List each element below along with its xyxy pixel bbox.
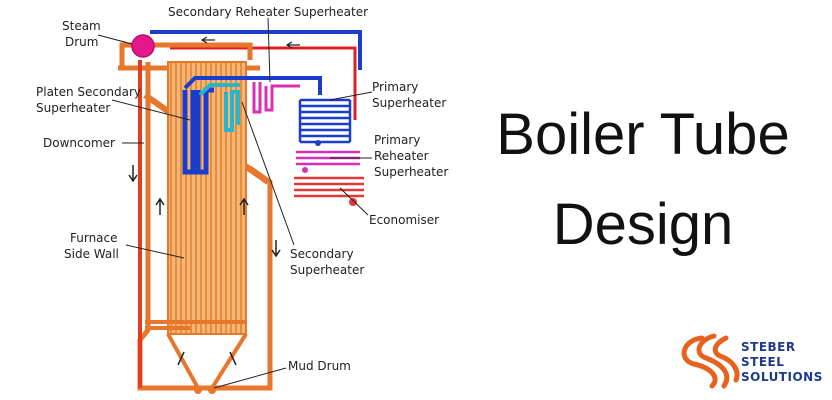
- primary-superheater-coil: [298, 98, 352, 144]
- platen-superheater-tubes: [182, 87, 214, 175]
- flow-arrow-top: [200, 36, 215, 44]
- label-primary-rh-2: Reheater: [374, 149, 429, 163]
- hopper-right: [210, 332, 248, 390]
- steber-logo-icon: [681, 333, 740, 389]
- label-primary-rh-3: Superheater: [374, 165, 448, 179]
- primary-reheater-inlet: [302, 167, 308, 173]
- logo-text-steel: STEEL: [741, 355, 785, 369]
- flow-arrow-up-left: [155, 197, 165, 215]
- flow-arrow-down-left: [128, 165, 138, 183]
- label-steam-drum-2: Drum: [65, 35, 98, 49]
- flow-arrow-top-red: [285, 41, 300, 49]
- mud-drum-right: [208, 386, 216, 394]
- title-line-1: Boiler Tube: [496, 102, 790, 167]
- label-downcomer: Downcomer: [43, 136, 115, 150]
- flow-arrow-hopper-left: [177, 351, 185, 366]
- drum-riser-pipe: [119, 42, 253, 70]
- platen-header: [183, 76, 322, 95]
- label-furnace-1: Furnace: [70, 231, 118, 245]
- label-mud-drum: Mud Drum: [288, 359, 351, 373]
- leader-lines: [97, 17, 373, 389]
- label-primary-sh-1: Primary: [372, 80, 418, 94]
- secondary-superheater-tubes: [198, 83, 240, 132]
- economiser-inlet: [349, 198, 357, 206]
- label-primary-rh-1: Primary: [374, 133, 420, 147]
- mud-drum: [194, 386, 202, 394]
- flow-arrow-down-right: [271, 240, 281, 258]
- label-steam-drum-1: Steam: [62, 19, 101, 33]
- logo-text-steber: STEBER: [741, 340, 796, 354]
- secondary-reheater-tubes: [252, 82, 300, 114]
- title-line-2: Design: [552, 192, 734, 257]
- furnace-lower-header: [145, 320, 246, 330]
- steam-drum: [131, 34, 155, 58]
- flow-arrow-hopper-right: [229, 351, 237, 366]
- label-platen-1: Platen Secondary: [36, 85, 141, 99]
- economiser-coil: [294, 176, 364, 198]
- flow-arrow-up-right: [239, 197, 249, 215]
- logo-text-solutions: SOLUTIONS: [741, 370, 823, 384]
- label-furnace-2: Side Wall: [64, 247, 119, 261]
- label-primary-sh-2: Superheater: [372, 96, 446, 110]
- primary-superheater-inlet: [315, 140, 321, 146]
- label-platen-2: Superheater: [36, 101, 110, 115]
- hopper-left: [166, 333, 200, 389]
- top-blue-loop: [150, 30, 362, 70]
- label-economiser: Economiser: [369, 213, 439, 227]
- label-secondary-sh-1: Secondary: [290, 247, 354, 261]
- label-secondary-sh-2: Superheater: [290, 263, 364, 277]
- label-secondary-reheater: Secondary Reheater Superheater: [168, 5, 368, 19]
- top-red-loop: [170, 46, 357, 120]
- boiler-schematic: Steam Drum Secondary Reheater Superheate…: [36, 5, 448, 394]
